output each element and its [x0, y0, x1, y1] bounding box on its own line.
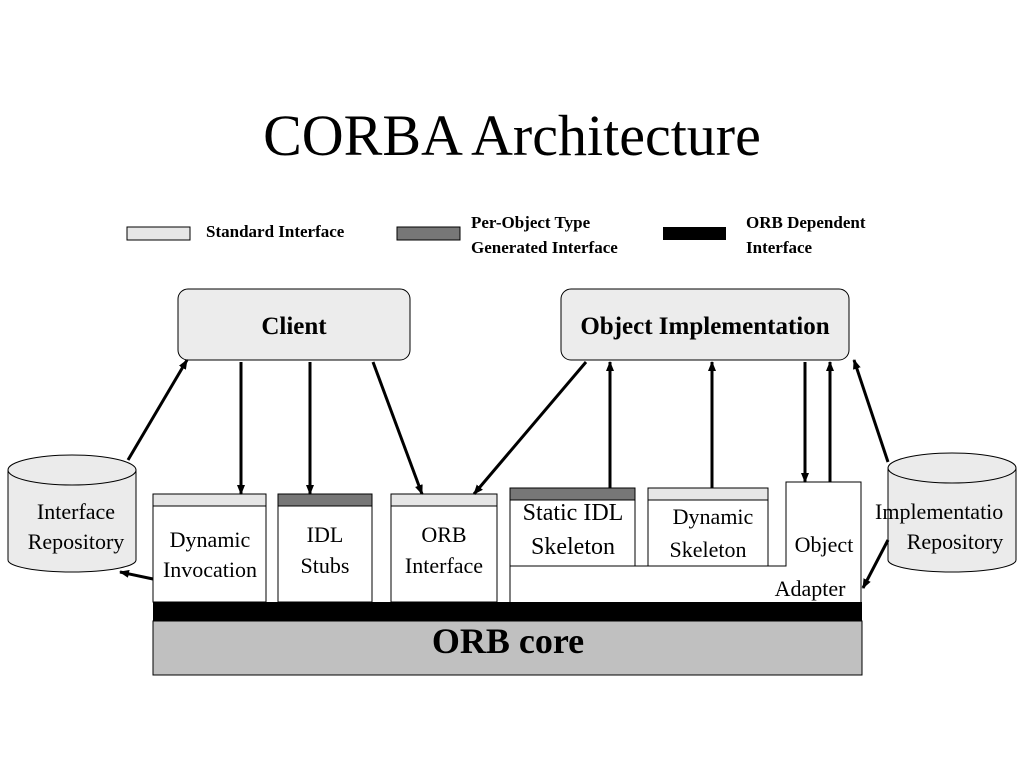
arrow-dynamic-invocation-to-interface-repo [119, 569, 154, 581]
idl-stubs-label-line2: Stubs [301, 553, 350, 578]
diagram-title: CORBA Architecture [263, 103, 761, 168]
dynamic-invocation-label-line1: Dynamic [170, 527, 251, 552]
dynamic-skeleton-interface-bar [647, 487, 769, 501]
arrow-interface-repo-to-client [126, 359, 189, 461]
idl-stubs-interface-bar [277, 493, 373, 507]
implementation-repository: Implementatio Repository [875, 452, 1017, 573]
legend-per-object-label-line2: Generated Interface [471, 238, 618, 257]
object-adapter-label-line1: Object [795, 532, 854, 557]
arrow-object-impl-to-orb-interface [472, 361, 588, 495]
dynamic-skeleton-label-line2: Skeleton [670, 537, 747, 562]
implementation-repository-label-line1: Implementatio [875, 499, 1003, 524]
client-label: Client [261, 313, 327, 340]
dynamic-skeleton-label-line1: Dynamic [673, 504, 754, 529]
legend-orb-dependent-label-line2: Interface [746, 238, 813, 257]
arrows [119, 359, 890, 589]
orb-interface: ORB Interface [390, 493, 498, 603]
static-idl-skeleton-interface-bar [509, 487, 636, 501]
arrow-client-to-orb-interface [371, 361, 424, 495]
legend-orb-dependent-swatch [663, 227, 726, 240]
legend-orb-dependent-label-line1: ORB Dependent [746, 213, 866, 232]
object-implementation-label: Object Implementation [580, 313, 829, 340]
arrow-implementation-repo-to-object-impl [852, 359, 890, 463]
static-idl-skeleton-label-line1: Static IDL [523, 500, 624, 526]
orb-core-box [152, 620, 863, 676]
object-adapter-label-line2: Adapter [775, 576, 847, 601]
client-box [177, 288, 411, 361]
orb-core-label: ORB core [432, 621, 584, 661]
static-idl-skeleton: Static IDL Skeleton [509, 487, 636, 567]
interface-repository: Interface Repository [7, 454, 137, 573]
static-idl-skeleton-label-line2: Skeleton [531, 534, 615, 560]
implementation-repository-label-line2: Repository [907, 529, 1004, 554]
orb-interface-label-line1: ORB [421, 522, 466, 547]
object-implementation-box [560, 288, 850, 361]
legend: Standard Interface Per-Object Type Gener… [126, 213, 866, 257]
legend-standard-swatch [126, 226, 191, 241]
orb-interface-label-line2: Interface [405, 553, 483, 578]
orb-interface-interface-bar [390, 493, 498, 507]
idl-stubs-label-line1: IDL [307, 522, 344, 547]
dynamic-skeleton: Dynamic Skeleton [647, 487, 769, 567]
dynamic-invocation-interface-bar [152, 493, 267, 507]
orb-dependent-bar [153, 602, 862, 621]
idl-stubs: IDL Stubs [277, 493, 373, 603]
dynamic-invocation: Dynamic Invocation [152, 493, 267, 603]
interface-repository-label-line2: Repository [28, 529, 125, 554]
arrow-implementation-repo-to-object-adapter [861, 539, 890, 589]
legend-per-object-swatch [396, 226, 461, 241]
interface-repository-label-line1: Interface [37, 499, 115, 524]
legend-per-object-label-line1: Per-Object Type [471, 213, 591, 232]
object-adapter-outline [509, 481, 862, 602]
dynamic-invocation-label-line2: Invocation [163, 557, 257, 582]
legend-standard-label: Standard Interface [206, 222, 345, 241]
